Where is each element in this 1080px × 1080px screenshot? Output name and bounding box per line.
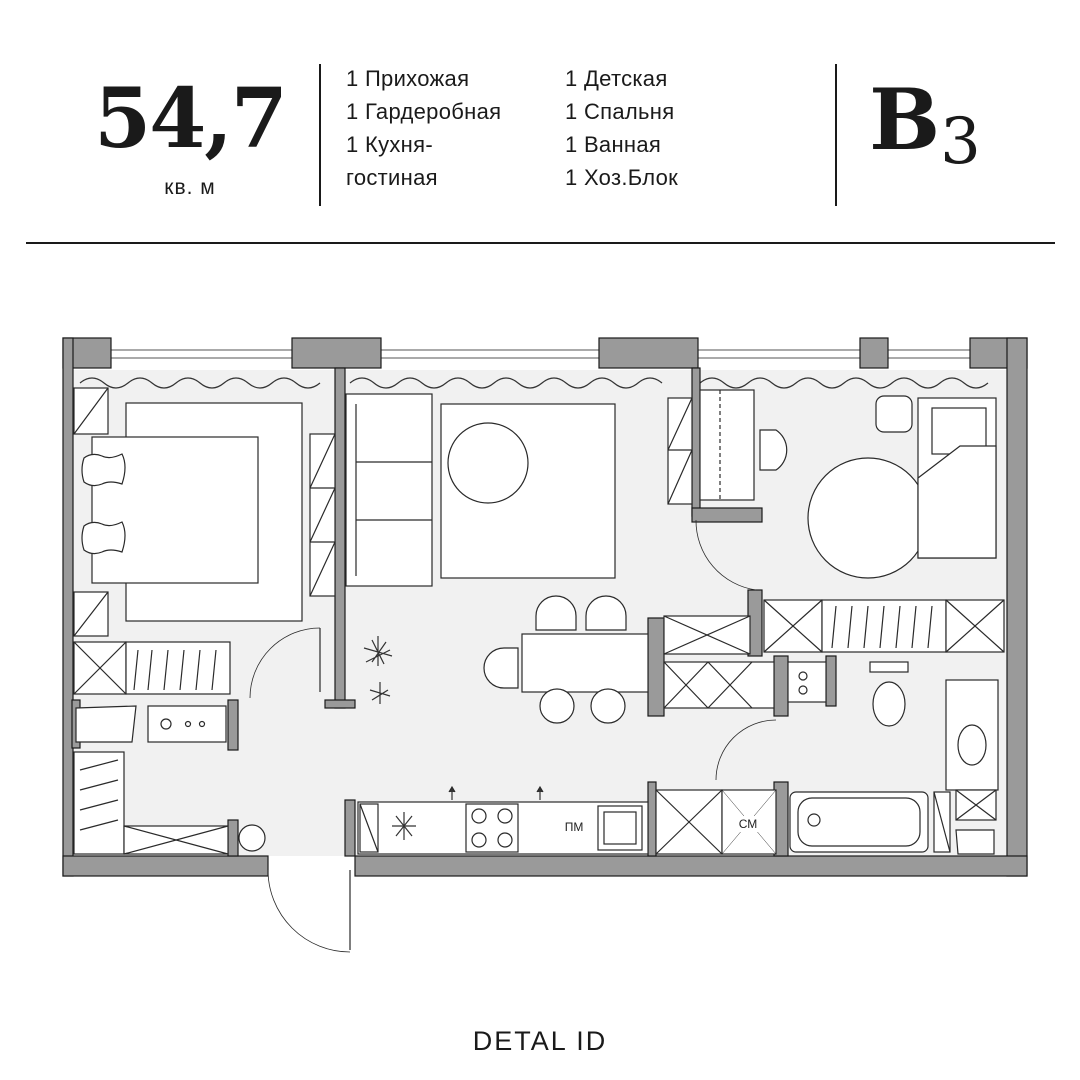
fridge-icon	[392, 812, 416, 840]
room-entry: 1 Кухня-	[346, 132, 433, 157]
dining-table	[521, 633, 649, 693]
rooms-list-right: 1 Детская 1 Спальня 1 Ванная 1 Хоз.Блок	[565, 62, 678, 194]
room-entry: гостиная	[346, 165, 438, 190]
plan-type-letter: B	[869, 70, 941, 169]
stool	[590, 688, 626, 724]
curtains	[79, 377, 989, 389]
storage	[73, 641, 351, 953]
boiler-icon	[238, 824, 266, 852]
brand-logo: DETAL ID	[472, 1026, 608, 1056]
room-entry: 1 Спальня	[565, 99, 675, 124]
washbasin-icon	[957, 724, 987, 766]
toilet-tank	[869, 661, 909, 673]
sofa	[345, 393, 433, 587]
toilet-icon	[872, 681, 906, 727]
toy-box	[875, 395, 913, 433]
living-kitchen	[345, 393, 649, 855]
plan-type-number: 3	[940, 105, 981, 179]
kids-rug	[807, 457, 929, 579]
room-entry: 1 Прихожая	[346, 66, 470, 91]
coffee-table	[447, 422, 529, 504]
header-rule	[26, 242, 1055, 244]
bedroom	[73, 387, 336, 699]
chair	[585, 595, 627, 631]
header-divider-right	[835, 64, 837, 206]
room-entry: 1 Детская	[565, 66, 668, 91]
bathroom	[787, 661, 999, 855]
plant-icon	[363, 636, 393, 704]
hall-cabinets	[655, 615, 777, 855]
chair	[535, 595, 577, 631]
desk-chair	[759, 429, 788, 471]
stool	[539, 688, 575, 724]
dishwasher-label: ПМ	[565, 820, 584, 834]
room-entry: 1 Гардеробная	[346, 99, 502, 124]
area-value: 54,7	[94, 71, 288, 167]
windows	[109, 349, 971, 359]
chair	[483, 647, 519, 689]
washing-machine-label: СМ	[739, 817, 758, 831]
room-entry: 1 Хоз.Блок	[565, 165, 679, 190]
header-divider-left	[319, 64, 321, 206]
rooms-list-left: 1 Прихожая 1 Гардеробная 1 Кухня- гостин…	[346, 62, 501, 194]
room-entry: 1 Ванная	[565, 132, 662, 157]
kids-room	[667, 389, 1005, 653]
bath-cabinet	[787, 661, 827, 703]
desk	[699, 389, 755, 501]
area-unit: кв. м	[164, 176, 216, 199]
plan-type-code: B3	[850, 78, 1000, 175]
